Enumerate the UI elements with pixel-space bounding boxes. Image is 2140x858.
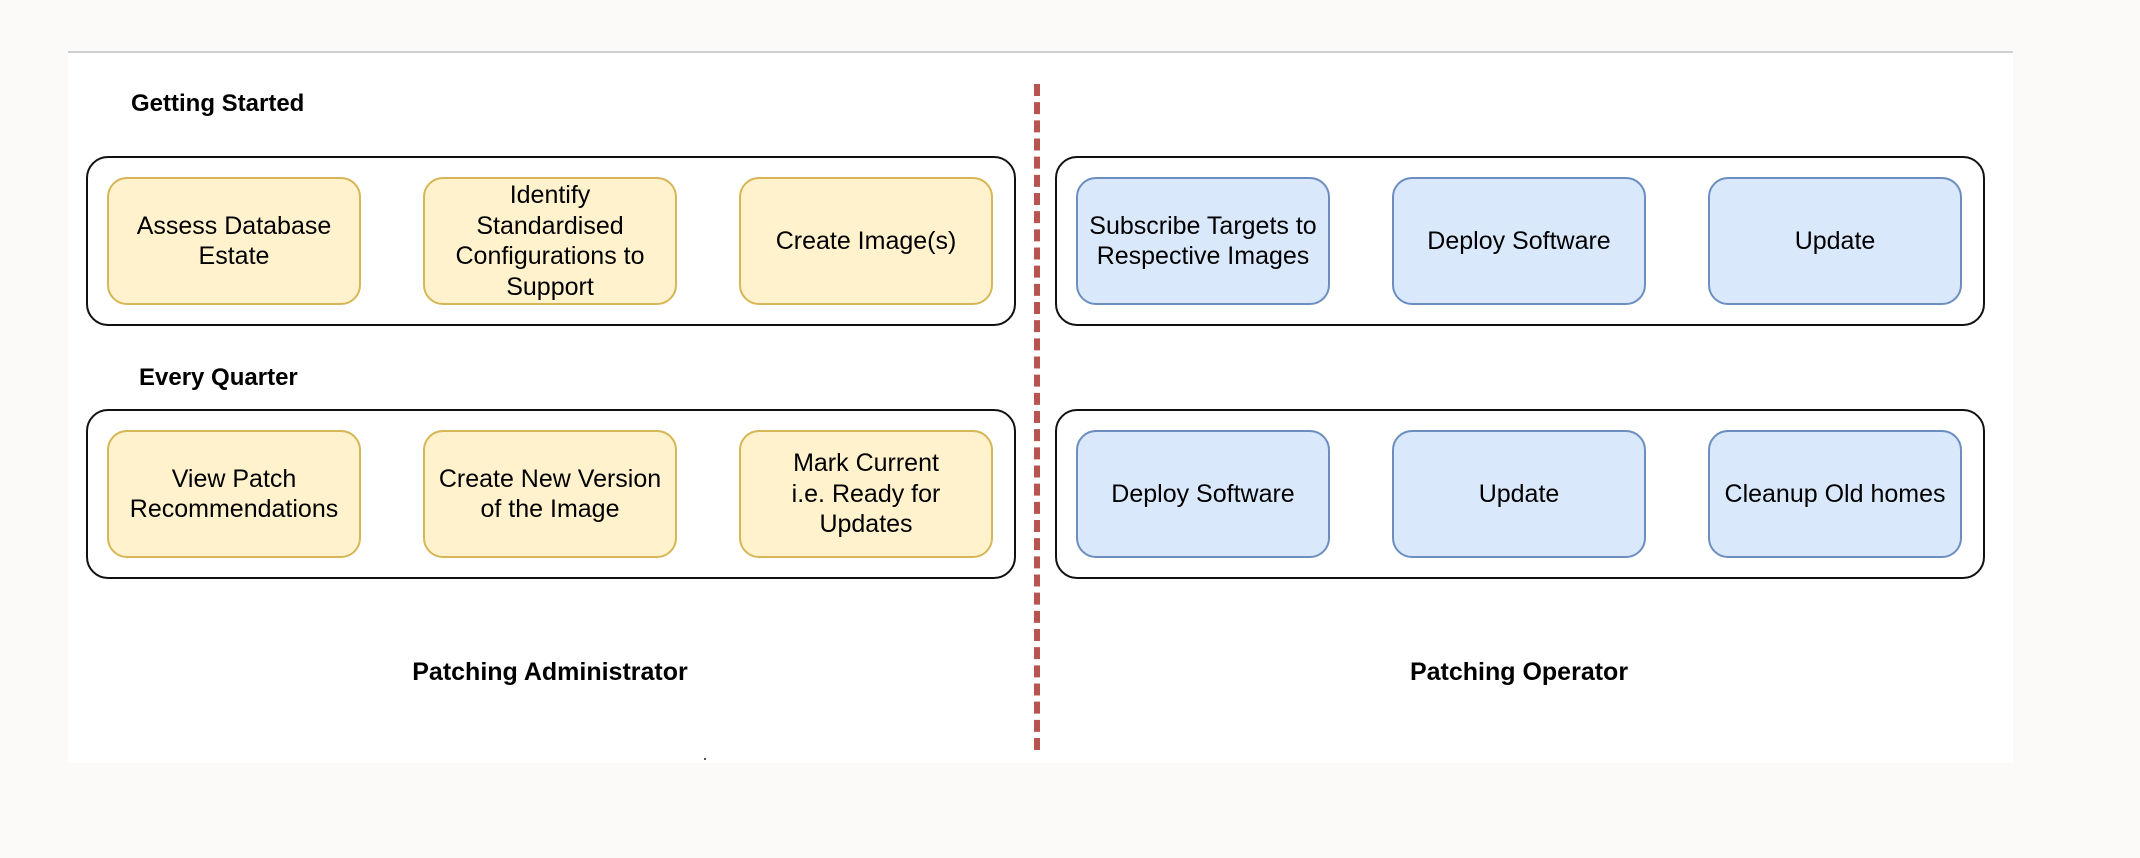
admin-step-view-patch-recommendations[interactable]: View Patch Recommendations — [107, 430, 361, 558]
role-divider-dashed-line — [1034, 84, 1040, 750]
stray-dot — [704, 758, 706, 760]
admin-every-quarter-group — [86, 409, 1016, 579]
operator-step-deploy-software-quarterly[interactable]: Deploy Software — [1076, 430, 1330, 558]
role-label-patching-administrator: Patching Administrator — [412, 658, 688, 686]
admin-step-create-new-version[interactable]: Create New Version of the Image — [423, 430, 677, 558]
role-label-patching-operator: Patching Operator — [1409, 658, 1629, 686]
operator-step-subscribe-targets[interactable]: Subscribe Targets to Respective Images — [1076, 177, 1330, 305]
admin-step-identify-configurations[interactable]: Identify Standardised Configurations to … — [423, 177, 677, 305]
admin-step-create-images[interactable]: Create Image(s) — [739, 177, 993, 305]
admin-step-mark-current[interactable]: Mark Current i.e. Ready for Updates — [739, 430, 993, 558]
admin-getting-started-group — [86, 156, 1016, 326]
operator-step-cleanup-old-homes[interactable]: Cleanup Old homes — [1708, 430, 1962, 558]
operator-getting-started-group — [1055, 156, 1985, 326]
operator-every-quarter-group — [1055, 409, 1985, 579]
section-title-getting-started: Getting Started — [131, 90, 305, 117]
operator-step-update[interactable]: Update — [1708, 177, 1962, 305]
operator-step-update-quarterly[interactable]: Update — [1392, 430, 1646, 558]
section-title-every-quarter: Every Quarter — [139, 364, 298, 391]
admin-step-assess-database-estate[interactable]: Assess Database Estate — [107, 177, 361, 305]
diagram-canvas — [68, 51, 2013, 763]
operator-step-deploy-software[interactable]: Deploy Software — [1392, 177, 1646, 305]
